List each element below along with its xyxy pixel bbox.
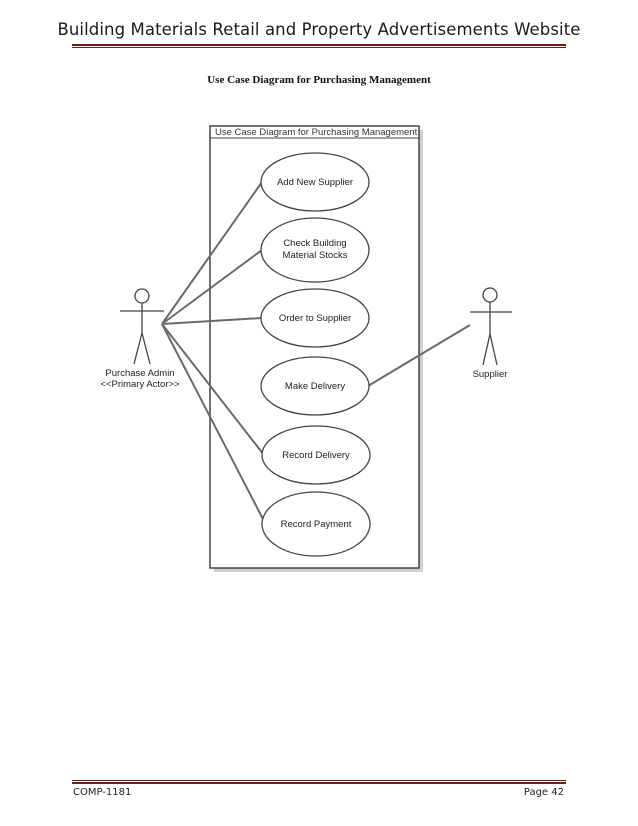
actor-name: Supplier <box>473 369 508 380</box>
use-case-label: Record Payment <box>281 519 352 530</box>
assoc-supplier-make-delivery <box>367 324 471 387</box>
use-case-label: Add New Supplier <box>277 177 353 188</box>
course-code: COMP-1181 <box>73 787 132 798</box>
figure-caption: Use Case Diagram for Purchasing Manageme… <box>207 74 431 86</box>
header-rule <box>72 44 566 46</box>
use-case-check-building-material-stocks <box>260 217 370 283</box>
header-rule-thin <box>72 47 566 48</box>
use-case-label: Check Building <box>283 238 346 249</box>
actor-name: Purchase Admin <box>105 368 174 379</box>
use-case-order-to-supplier <box>260 288 370 348</box>
assoc-admin-order-to-supplier <box>161 317 263 325</box>
use-case-label: Make Delivery <box>285 381 345 392</box>
use-case-record-payment <box>261 491 371 557</box>
system-boundary-label: Use Case Diagram for Purchasing Manageme… <box>215 127 418 138</box>
use-case-label: Record Delivery <box>282 450 350 461</box>
actor-stereotype: <<Primary Actor>> <box>100 379 180 390</box>
assoc-admin-add-new-supplier <box>161 181 263 325</box>
actor-purchase-admin <box>120 288 164 365</box>
document-header-title: Building Materials Retail and Property A… <box>57 20 581 39</box>
use-case-label: Order to Supplier <box>279 313 351 324</box>
associations <box>161 181 471 522</box>
footer-rule <box>72 782 566 784</box>
assoc-admin-record-delivery <box>161 323 265 456</box>
assoc-admin-record-payment <box>161 323 265 522</box>
use-case-make-delivery <box>260 356 370 416</box>
assoc-admin-check-stocks <box>161 249 263 325</box>
use-case-label: Material Stocks <box>283 250 348 261</box>
footer-rule-thin <box>72 780 566 781</box>
use-case-add-new-supplier <box>260 152 370 212</box>
page-number: Page 42 <box>523 787 564 798</box>
use-case-record-delivery <box>261 425 371 485</box>
actor-supplier <box>470 287 512 366</box>
